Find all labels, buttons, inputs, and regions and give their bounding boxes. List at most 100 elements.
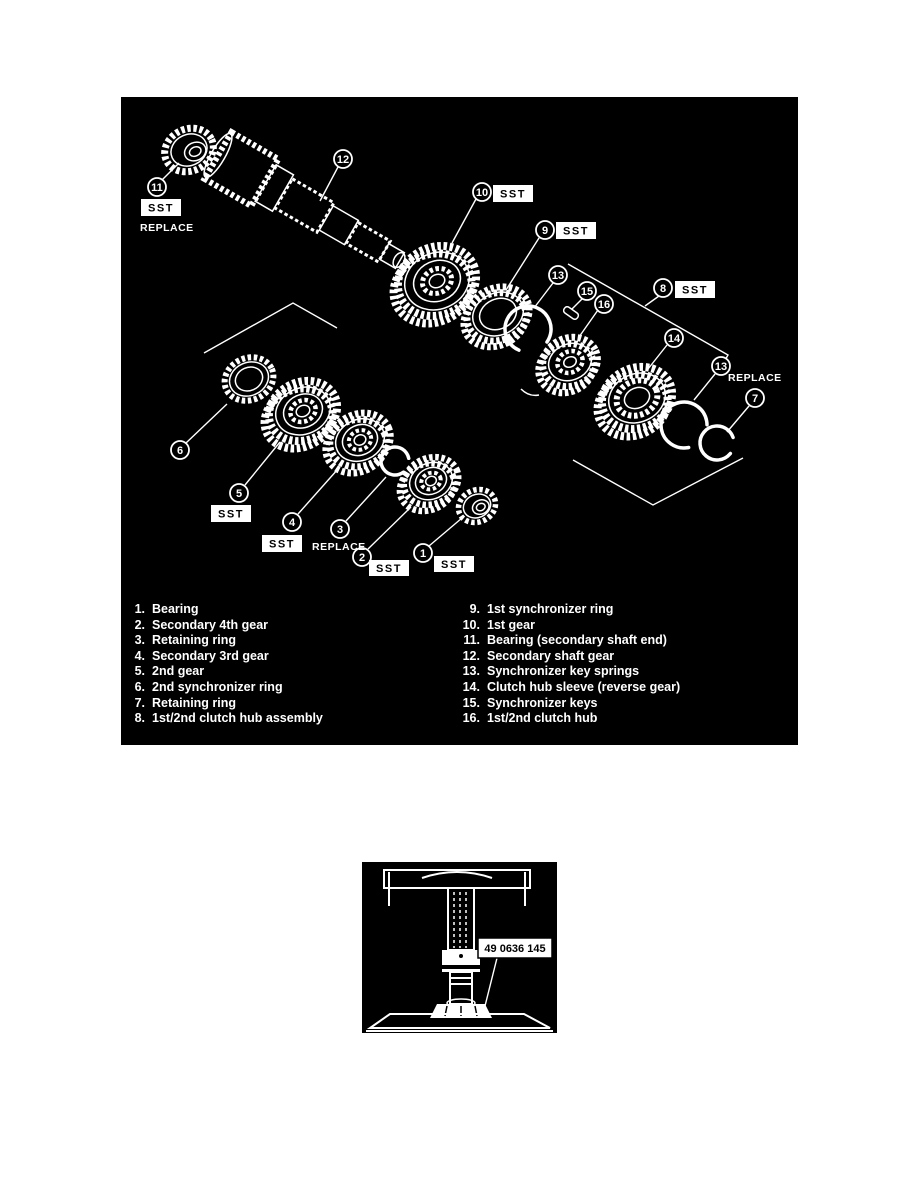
- svg-text:11: 11: [151, 182, 163, 194]
- list-item: 4.Secondary 3rd gear: [134, 648, 269, 663]
- leader-16: [578, 309, 599, 338]
- list-item: 3.Retaining ring: [134, 633, 237, 648]
- replace-label-3: REPLACE: [312, 541, 366, 553]
- list-item: 7.Retaining ring: [134, 695, 237, 710]
- leader-5: [244, 441, 281, 486]
- secondary-3rd-gear-4: [322, 409, 394, 477]
- svg-text:SST: SST: [682, 285, 708, 297]
- callout-4: 4: [282, 512, 302, 532]
- list-item: 16.1st/2nd clutch hub: [462, 711, 598, 726]
- svg-text:SST: SST: [269, 539, 295, 551]
- leader-2: [367, 506, 412, 550]
- tool-part-number-label: 49 0636 145: [477, 937, 553, 959]
- callout-13a: 13: [548, 265, 568, 285]
- list-item: 14.Clutch hub sleeve (reverse gear): [462, 679, 681, 694]
- svg-text:SST: SST: [376, 563, 402, 575]
- replace-label-13: REPLACE: [728, 372, 782, 384]
- svg-text:13: 13: [552, 270, 564, 282]
- leader-8: [644, 295, 660, 307]
- list-item: 12.Secondary shaft gear: [462, 648, 615, 663]
- callout-2: 2: [352, 547, 372, 567]
- svg-text:6: 6: [177, 445, 183, 457]
- leader-12: [319, 166, 339, 202]
- bracket-ring-6: [203, 302, 338, 354]
- leader-13a: [533, 282, 554, 309]
- svg-text:4: 4: [289, 517, 296, 529]
- leader-15: [571, 298, 583, 310]
- tool-label-leader: [483, 957, 498, 1011]
- svg-text:8: 8: [660, 283, 666, 295]
- svg-text:SST: SST: [218, 509, 244, 521]
- synchronizer-key-15: [562, 305, 580, 321]
- svg-text:9: 9: [542, 225, 548, 237]
- sst-label-4: SST: [262, 535, 302, 552]
- svg-text:SST: SST: [563, 226, 589, 238]
- svg-text:14: 14: [668, 333, 681, 345]
- clutch-hub-16: [535, 333, 601, 397]
- leader-11: [161, 162, 180, 181]
- svg-text:SST: SST: [500, 189, 526, 201]
- list-item: 8.1st/2nd clutch hub assembly: [134, 711, 323, 726]
- list-item: 10.1st gear: [462, 617, 535, 632]
- synchronizer-key-spring-13a: [503, 304, 553, 354]
- parts-list-right-column: 9.1st synchronizer ring 10.1st gear 11.B…: [455, 602, 681, 727]
- svg-text:13: 13: [715, 361, 727, 373]
- replace-label-11: REPLACE: [140, 222, 194, 234]
- sst-label-11: SST: [141, 199, 181, 216]
- svg-text:10: 10: [476, 187, 488, 199]
- list-item: 15.Synchronizer keys: [462, 695, 598, 710]
- svg-text:5: 5: [236, 488, 242, 500]
- secondary-shaft-gear-12: [200, 128, 406, 270]
- list-item: 13.Synchronizer key springs: [462, 664, 640, 679]
- second-synchronizer-ring-6: [221, 354, 277, 404]
- sst-label-1: SST: [434, 556, 474, 572]
- list-item: 2.Secondary 4th gear: [134, 617, 269, 632]
- press-arm-curve: [421, 871, 493, 879]
- press-ram: [447, 887, 475, 951]
- retaining-ring-3: [379, 445, 411, 477]
- sst-label-10: SST: [493, 185, 533, 202]
- leader-9: [505, 237, 540, 291]
- bracket-assembly-8-lower: [572, 457, 744, 506]
- list-item: 1.Bearing: [134, 602, 199, 616]
- callout-12: 12: [333, 149, 353, 169]
- sst-label-2: SST: [369, 560, 409, 576]
- svg-text:1: 1: [420, 548, 426, 560]
- list-item: 9.1st synchronizer ring: [469, 602, 614, 616]
- callout-13b: 13: [711, 356, 731, 376]
- svg-text:SST: SST: [148, 203, 174, 215]
- synchronizer-key-spring-13b: [659, 400, 709, 450]
- clutch-hub-sleeve-14: [593, 362, 677, 441]
- press-tool-svg: 49 0636 145: [366, 869, 553, 1032]
- list-item: 11.Bearing (secondary shaft end): [463, 633, 667, 648]
- press-base: [366, 1013, 551, 1029]
- exploded-view-figure: 11 12 10 9 13 15 16 8: [121, 97, 798, 745]
- exploded-diagram-svg: 11 12 10 9 13 15 16 8: [140, 124, 782, 576]
- leader-4: [297, 468, 339, 515]
- bearing-1: [455, 486, 499, 526]
- callout-15: 15: [577, 281, 597, 301]
- callout-14: 14: [664, 328, 684, 348]
- callout-6: 6: [170, 440, 190, 460]
- sst-label-8: SST: [675, 281, 715, 298]
- leader-6: [185, 403, 228, 444]
- callout-9: 9: [535, 220, 555, 240]
- svg-text:3: 3: [337, 524, 343, 536]
- leader-3: [345, 476, 387, 522]
- callout-7: 7: [745, 388, 765, 408]
- svg-text:7: 7: [752, 393, 758, 405]
- leader-10: [451, 198, 477, 244]
- leader-7: [726, 405, 750, 433]
- callout-8: 8: [653, 278, 673, 298]
- first-gear-10: [389, 241, 481, 328]
- callout-16: 16: [594, 294, 614, 314]
- list-item: 6.2nd synchronizer ring: [134, 679, 283, 694]
- svg-text:SST: SST: [441, 559, 467, 571]
- sst-label-9: SST: [556, 222, 596, 239]
- second-gear-5: [260, 376, 342, 453]
- list-item: 5.2nd gear: [134, 664, 205, 679]
- retaining-ring-7: [698, 424, 736, 462]
- svg-text:15: 15: [581, 286, 593, 298]
- sst-label-5: SST: [211, 505, 251, 522]
